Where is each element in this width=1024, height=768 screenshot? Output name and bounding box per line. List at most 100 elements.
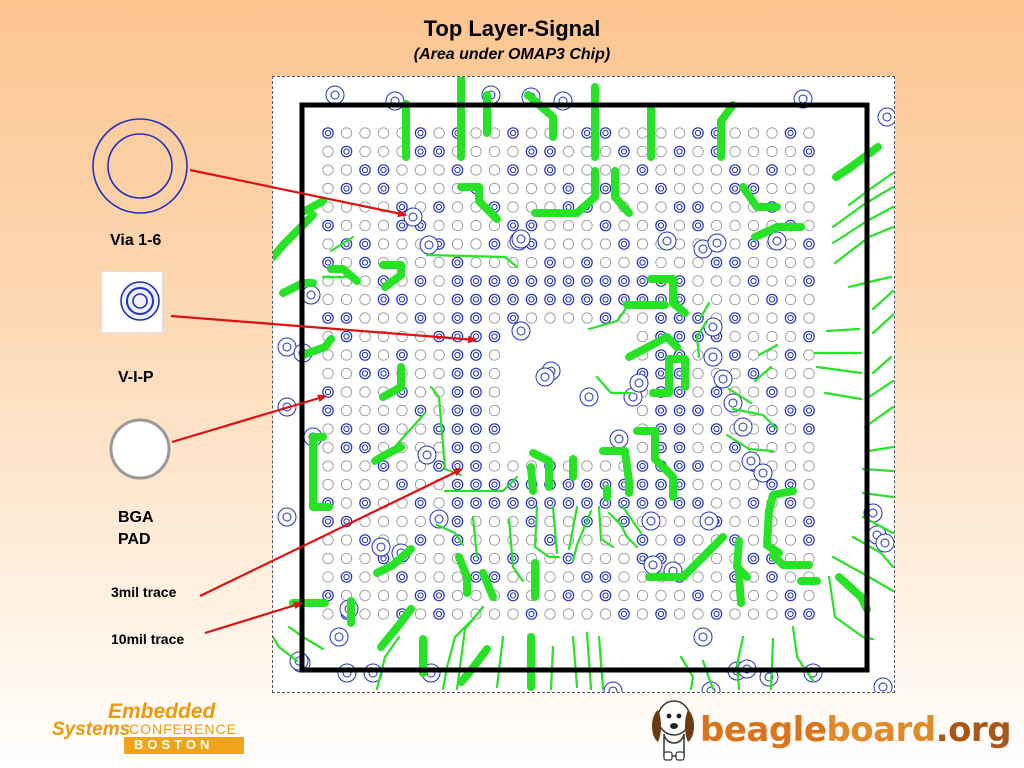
bga-pad xyxy=(766,478,778,491)
via xyxy=(277,337,297,357)
bga-pad xyxy=(729,478,741,491)
via-in-pad xyxy=(768,166,776,174)
bga-pad xyxy=(673,404,686,417)
bga-pad xyxy=(710,552,723,565)
bga-pad xyxy=(692,497,704,509)
bga-pad xyxy=(451,386,464,398)
bga-pad xyxy=(729,349,741,361)
bga-pad xyxy=(784,293,797,306)
bga-pad xyxy=(414,330,427,343)
bga-pad xyxy=(710,589,723,602)
bga-pad xyxy=(636,219,649,232)
bga-pad xyxy=(359,552,371,565)
via-in-pad xyxy=(528,277,535,285)
bga-pad xyxy=(599,460,612,472)
via xyxy=(329,627,349,647)
via xyxy=(741,451,761,471)
via-in-pad xyxy=(454,351,461,359)
bga-pad xyxy=(377,145,390,158)
bga-pad xyxy=(803,404,815,417)
bga-pad xyxy=(636,478,649,491)
via-in-pad xyxy=(472,481,480,488)
bga-pad xyxy=(359,441,371,454)
bga-pad xyxy=(377,478,390,491)
beagleboard-logo: beagleboard.org xyxy=(644,696,1012,762)
bga-pad xyxy=(803,182,815,195)
via-in-pad xyxy=(509,166,517,174)
bga-pad xyxy=(470,219,482,232)
bga-pad xyxy=(636,608,649,620)
via-in-pad xyxy=(472,351,480,359)
bga-pad xyxy=(803,330,815,343)
beagleboard-wordmark: beagleboard.org xyxy=(700,710,1012,750)
bga-pad xyxy=(396,423,408,435)
bga-pad xyxy=(414,515,427,528)
via-in-pad xyxy=(361,370,369,377)
bga-pad xyxy=(562,238,575,250)
bga-pad xyxy=(766,293,778,306)
trace-3mil xyxy=(597,505,615,549)
via-hole xyxy=(878,682,888,692)
bga-pad xyxy=(322,182,334,195)
via-hole xyxy=(330,90,340,100)
bga-pad xyxy=(692,571,704,583)
bga-pad xyxy=(451,571,464,583)
via-hole xyxy=(540,372,550,382)
bga-pad xyxy=(692,275,704,287)
bga-pad xyxy=(562,145,575,158)
bga-pad xyxy=(470,256,482,269)
trace-3mil xyxy=(471,515,479,559)
bga-pad xyxy=(470,127,482,139)
via-in-pad xyxy=(472,425,480,433)
bga-pad xyxy=(396,571,408,583)
bga-pad xyxy=(803,386,815,398)
bga-pad xyxy=(655,589,667,602)
via-in-pad xyxy=(546,259,554,266)
trace-10mil xyxy=(377,605,415,651)
bga-pad xyxy=(525,219,538,232)
bga-pad xyxy=(507,589,519,602)
via xyxy=(643,555,663,575)
bga-pad xyxy=(507,127,519,139)
bga-pad xyxy=(710,460,723,472)
via xyxy=(371,537,391,557)
via-in-pad xyxy=(602,296,609,303)
via-in-pad xyxy=(472,277,480,285)
bga-pad xyxy=(562,515,575,528)
legend-label-via: Via 1-6 xyxy=(110,232,162,249)
via-in-pad xyxy=(620,610,628,618)
trace-3mil xyxy=(863,405,895,429)
bga-pad xyxy=(747,312,760,324)
bga-pad xyxy=(451,164,464,176)
bga-pad xyxy=(803,293,815,306)
bga-pad xyxy=(340,330,353,343)
via xyxy=(301,285,321,305)
bga-pad xyxy=(544,293,556,306)
bga-pad xyxy=(692,219,704,232)
bga-pad xyxy=(618,552,630,565)
trace-3mil xyxy=(831,205,895,245)
via-in-pad xyxy=(509,129,517,137)
bga-pad xyxy=(562,164,575,176)
via-in-pad xyxy=(620,518,628,525)
bga-pad xyxy=(340,312,353,324)
via-in-pad xyxy=(694,592,702,599)
bga-pad xyxy=(692,386,704,398)
via-in-pad xyxy=(491,333,498,340)
bga-pad xyxy=(636,534,649,546)
bga-pad xyxy=(729,441,741,454)
bga-pad xyxy=(803,219,815,232)
bga-pad xyxy=(396,404,408,417)
via-hole xyxy=(614,434,624,444)
bga-pad xyxy=(581,275,593,287)
bga-pad xyxy=(784,164,797,176)
bga-pad xyxy=(581,164,593,176)
via-in-pad xyxy=(676,425,683,433)
bga-pad xyxy=(340,201,353,213)
bga-pad xyxy=(710,608,723,620)
bga-pad xyxy=(599,608,612,620)
bga-pad xyxy=(784,589,797,602)
bga-pad xyxy=(488,256,501,269)
trace-3mil xyxy=(831,185,895,229)
bga-pad xyxy=(803,145,815,158)
